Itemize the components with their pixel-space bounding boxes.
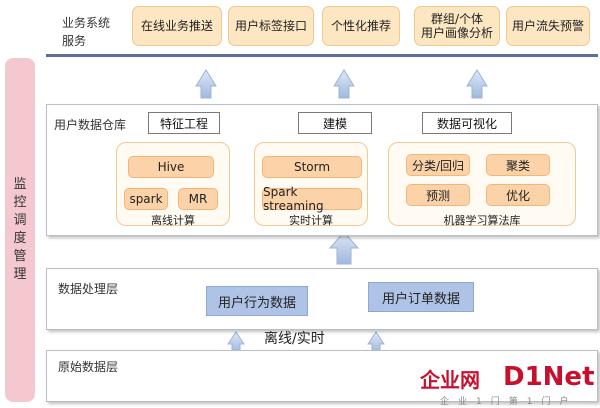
pill-storm: Storm [262, 156, 362, 178]
step-visualization: 数据可视化 [422, 112, 512, 134]
step-feature-engineering: 特征工程 [148, 112, 220, 134]
ml-caption: 机器学习算法库 [443, 214, 521, 227]
raw-step-booking: Booking [330, 368, 380, 382]
watermark-subtitle: 企业1门第1门户 [440, 397, 578, 407]
service-user-profile: 群组/个体 用户画像分析 [414, 6, 500, 46]
monitor-label: 监控调度管理 [13, 177, 27, 282]
processing-panel [46, 268, 598, 330]
up-arrow-icon [367, 331, 385, 353]
up-arrow-icon [195, 69, 217, 99]
raw-step-order: 生单(O… [400, 361, 427, 391]
watermark-logo: 企业网 [420, 368, 480, 392]
warehouse-label: 用户数据仓库 [54, 118, 127, 132]
order-data-box: 用户订单数据 [368, 282, 474, 312]
watermark-logo-2: D1Net [503, 362, 595, 392]
mode-label: 离线/实时 [264, 331, 325, 347]
realtime-caption: 实时计算 [289, 214, 333, 227]
behavior-data-box: 用户行为数据 [206, 286, 308, 316]
service-churn-warning: 用户流失预警 [506, 6, 590, 46]
services-label: 业务系统服务 [62, 16, 111, 48]
service-online-push: 在线业务推送 [132, 6, 222, 46]
service-recommendation: 个性化推荐 [322, 6, 400, 46]
pill-mr: MR [178, 188, 218, 210]
pill-optimization: 优化 [486, 184, 550, 206]
pill-classification: 分类/回归 [406, 154, 470, 176]
raw-label: 原始数据层 [58, 360, 119, 374]
up-arrow-icon [333, 69, 355, 99]
raw-panel [46, 350, 598, 402]
processing-label: 数据处理层 [58, 282, 119, 296]
pill-spark-streaming: Spark streaming [262, 185, 362, 213]
offline-caption: 离线计算 [151, 214, 195, 227]
divider [46, 54, 598, 57]
raw-step-searching: Searching [161, 368, 221, 382]
pill-spark: spark [124, 188, 168, 210]
monitor-scheduling-bar: 监控调度管理 [5, 58, 35, 402]
pill-clustering: 聚类 [486, 154, 550, 176]
service-tag-api: 用户标签接口 [228, 6, 314, 46]
up-arrow-icon [227, 331, 245, 353]
step-modeling: 建模 [298, 112, 372, 134]
up-arrow-icon [328, 231, 360, 265]
up-arrow-icon [466, 69, 488, 99]
pill-prediction: 预测 [406, 184, 470, 206]
pill-hive: Hive [128, 156, 214, 178]
raw-step-detail: Detail [255, 368, 291, 382]
